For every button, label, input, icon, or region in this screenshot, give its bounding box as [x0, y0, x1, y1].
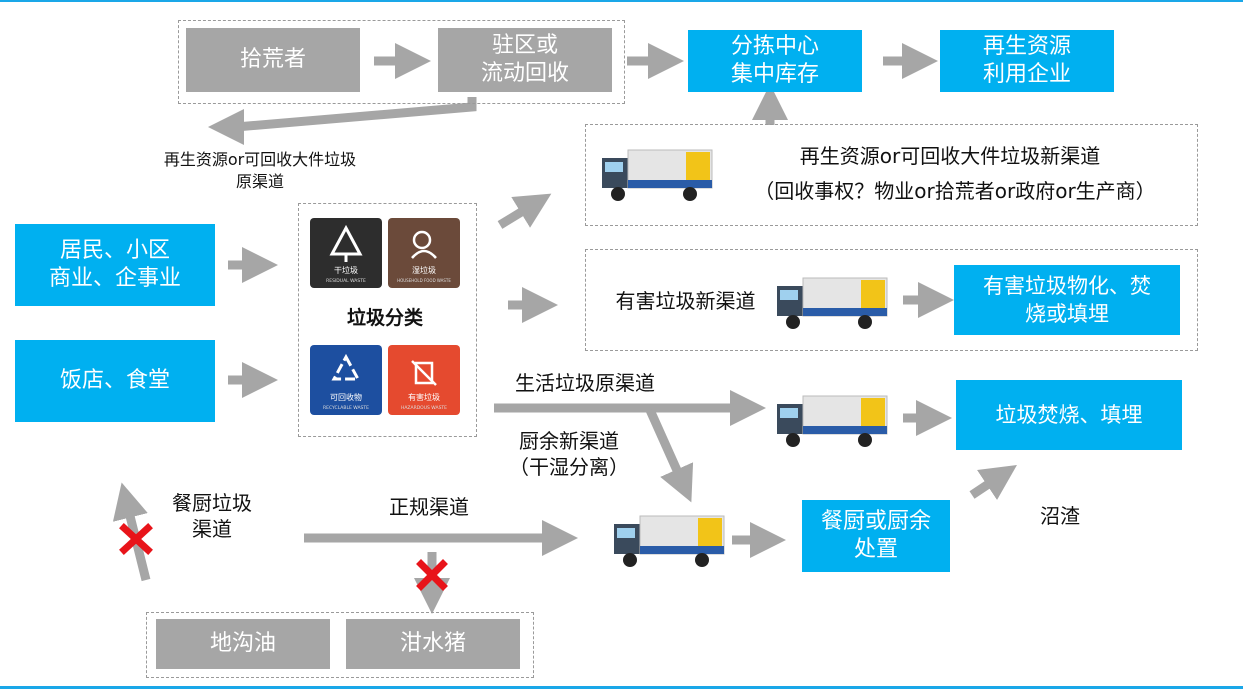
- scavenger-box: 拾荒者: [186, 28, 360, 92]
- gutter-oil-box: 地沟油: [156, 619, 330, 669]
- illegal-channel-group: [146, 612, 534, 678]
- restaurants-box: 饭店、食堂: [15, 340, 215, 422]
- arrow-station-back-original: [208, 97, 477, 145]
- kitchen-treatment-box: 餐厨或厨余 处置: [802, 500, 950, 572]
- top-dashed-group: [178, 20, 625, 104]
- recyclable-en-label: RECYCLABLE WASTE: [323, 405, 369, 411]
- hazardous-new-label: 有害垃圾新渠道: [615, 289, 756, 313]
- sorting-title: 垃圾分类: [346, 307, 423, 329]
- arrow-kitchen-diagonal: [645, 408, 694, 503]
- truck-icon-kitchen: [614, 515, 725, 567]
- station-recycle-box: 驻区或 流动回收: [438, 28, 612, 92]
- swill-pig-box: 泔水猪: [346, 619, 520, 669]
- truck-icon-hazardous: [777, 277, 888, 329]
- original-channel-label: 再生资源or可回收大件垃圾 原渠道: [163, 150, 357, 191]
- dry-waste-icon: 干垃圾 RESIDUAL WASTE: [326, 224, 366, 284]
- wet-waste-bin: 湿垃圾 HOUSEHOLD FOOD WASTE: [388, 218, 460, 288]
- bottom-border-line: [0, 686, 1243, 689]
- kitchen-new-label: 厨余新渠道 （干湿分离）: [509, 429, 629, 479]
- kitchen-channel-label: 餐厨垃圾 渠道: [172, 491, 252, 541]
- dry-en-label: RESIDUAL WASTE: [326, 278, 366, 284]
- arrow-sorting-to-recycle-new: [497, 193, 552, 229]
- hazardous-bin: 有害垃圾 HAZARDOUS WASTE: [388, 345, 460, 415]
- recycle-new-panel: [585, 124, 1198, 226]
- sorting-panel: [298, 203, 477, 437]
- wet-waste-icon: 湿垃圾 HOUSEHOLD FOOD WASTE: [397, 230, 451, 283]
- cross-icon-down: [416, 559, 448, 591]
- recycle-icon: 可回收物 RECYCLABLE WASTE: [323, 353, 369, 411]
- domestic-original-label: 生活垃圾原渠道: [515, 371, 655, 395]
- wet-en-label: HOUSEHOLD FOOD WASTE: [397, 278, 451, 283]
- cross-icon-left: [119, 523, 153, 555]
- truck-icon-recycle: [602, 149, 713, 201]
- hazardous-panel: [585, 249, 1198, 351]
- hazardous-en-label: HAZARDOUS WASTE: [401, 405, 447, 411]
- hazardous-icon: 有害垃圾 HAZARDOUS WASTE: [401, 360, 447, 411]
- sorting-center-box: 分拣中心 集中库存: [688, 30, 862, 92]
- recyclable-bin: 可回收物 RECYCLABLE WASTE: [310, 345, 382, 415]
- top-border-line: [0, 0, 1243, 2]
- hazardous-treatment-box: 有害垃圾物化、焚 烧或填埋: [954, 265, 1180, 335]
- residue-label: 沼渣: [1040, 504, 1080, 528]
- dry-label: 干垃圾: [334, 265, 358, 275]
- truck-icon-domestic: [777, 395, 888, 447]
- recycle-new-line2: （回收事权？物业or拾荒者or政府or生产商）: [754, 179, 1156, 203]
- recycle-enterprise-box: 再生资源 利用企业: [940, 30, 1114, 92]
- dry-waste-bin: 干垃圾 RESIDUAL WASTE: [310, 218, 382, 288]
- incinerate-landfill-box: 垃圾焚烧、填埋: [956, 380, 1182, 450]
- recycle-new-line1: 再生资源or可回收大件垃圾新渠道: [799, 144, 1101, 168]
- hazardous-label: 有害垃圾: [408, 392, 440, 402]
- recyclable-label: 可回收物: [330, 392, 362, 402]
- arrow-residue-to-incinerate: [969, 465, 1017, 500]
- regular-channel-label: 正规渠道: [389, 495, 469, 519]
- residents-box: 居民、小区 商业、企事业: [15, 224, 215, 306]
- wet-label: 湿垃圾: [412, 265, 436, 275]
